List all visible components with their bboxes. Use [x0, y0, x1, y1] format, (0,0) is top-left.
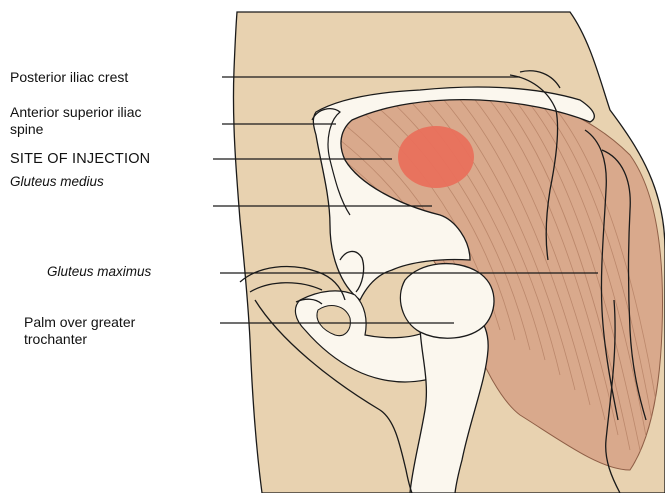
label-palm-over-greater-trochanter: Palm over greater trochanter	[24, 314, 135, 348]
label-anterior-line-2: spine	[10, 121, 142, 138]
label-anterior-superior-iliac-spine: Anterior superior iliac spine	[10, 104, 142, 138]
label-palm-line-2: trochanter	[24, 331, 135, 348]
label-gluteus-medius: Gluteus medius	[10, 173, 104, 190]
label-site-of-injection: SITE OF INJECTION	[10, 151, 150, 168]
greater-trochanter	[400, 264, 494, 339]
injection-site-marker	[398, 126, 474, 188]
label-gluteus-maximus: Gluteus maximus	[47, 263, 151, 280]
label-anterior-line-1: Anterior superior iliac	[10, 104, 142, 121]
label-posterior-iliac-crest: Posterior iliac crest	[10, 69, 128, 86]
label-palm-line-1: Palm over greater	[24, 314, 135, 331]
